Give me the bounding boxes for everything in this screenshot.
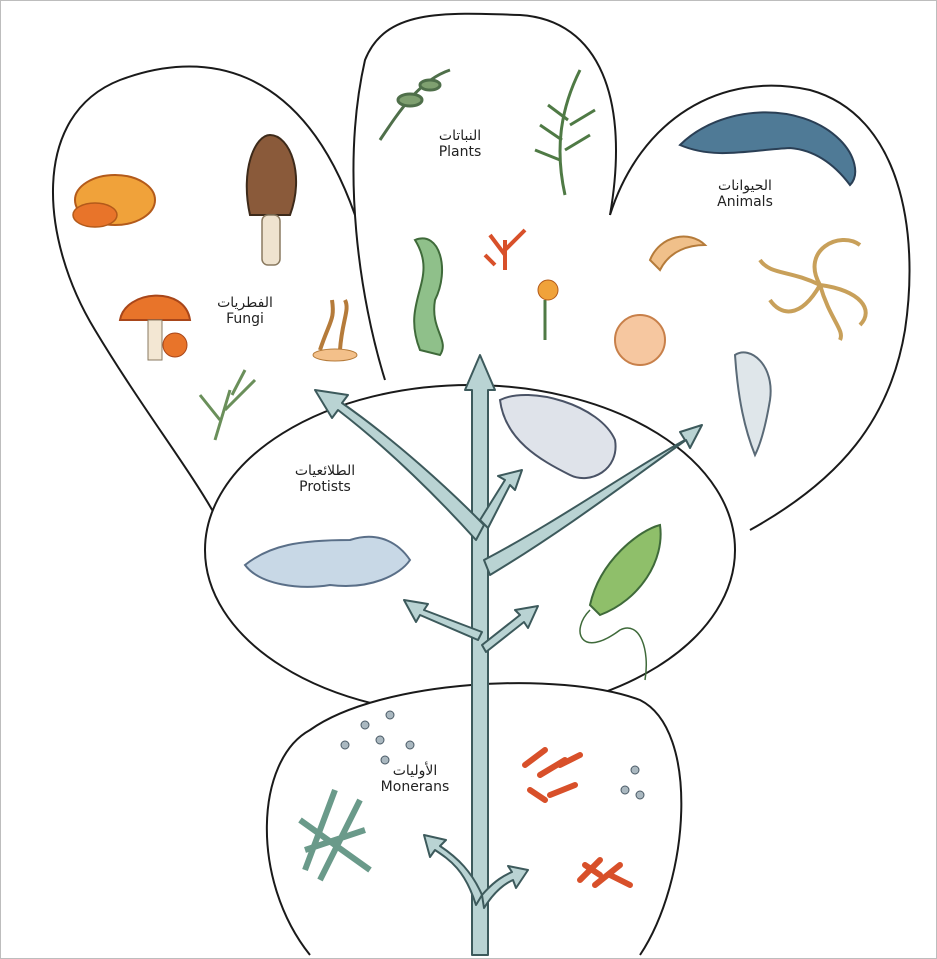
plants-label-en: Plants xyxy=(415,144,505,160)
plants-lobe xyxy=(354,14,616,380)
monerans-label-en: Monerans xyxy=(365,779,465,795)
protists-label: الطلائعيات Protists xyxy=(275,463,375,495)
monerans-label: الأوليات Monerans xyxy=(365,763,465,795)
anemone-icon xyxy=(615,315,665,365)
slime-mold-icon xyxy=(313,300,357,361)
animals-label-ar: الحيوانات xyxy=(700,178,790,194)
protists-label-en: Protists xyxy=(275,479,375,495)
animals-label-en: Animals xyxy=(700,194,790,210)
flower-icon xyxy=(538,280,558,340)
fungi-label-ar: الفطريات xyxy=(200,295,290,311)
plants-label: النباتات Plants xyxy=(415,128,505,160)
monerans-label-ar: الأوليات xyxy=(365,763,465,779)
plants-label-ar: النباتات xyxy=(415,128,505,144)
fungi-label-en: Fungi xyxy=(200,311,290,327)
protists-label-ar: الطلائعيات xyxy=(275,463,375,479)
animals-label: الحيوانات Animals xyxy=(700,178,790,210)
fungi-label: الفطريات Fungi xyxy=(200,295,290,327)
